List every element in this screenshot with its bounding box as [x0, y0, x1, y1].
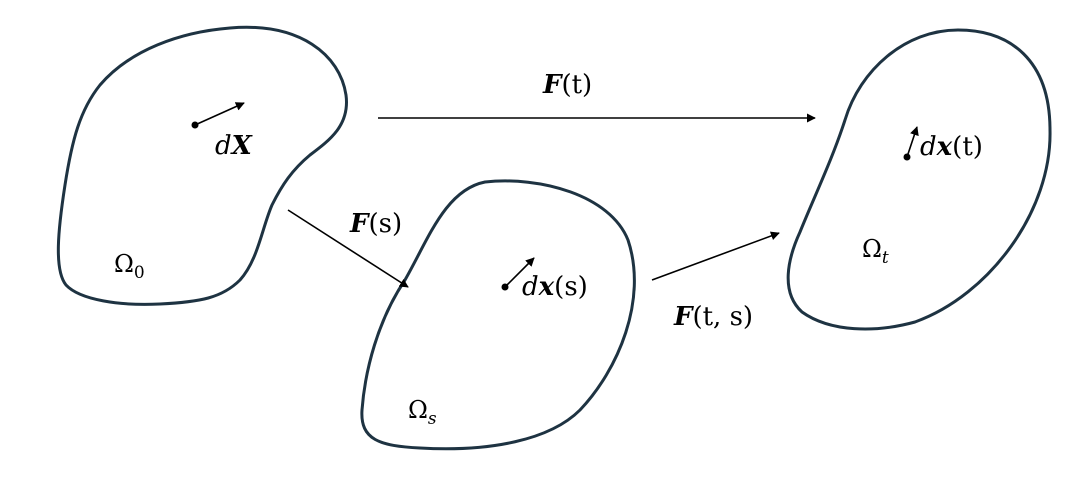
- label-F-s: F(s): [349, 209, 402, 239]
- label-omega-s: Ωs: [408, 396, 437, 429]
- region-omega-s: [360, 179, 636, 451]
- label-F-t: F(t): [542, 70, 592, 100]
- vector-dx-t: [906, 126, 919, 158]
- vector-dx-s: [504, 257, 535, 288]
- arrow-map-F-s: [287, 209, 409, 288]
- label-omega-0: Ω0: [114, 250, 145, 283]
- label-F-ts: F(t, s): [673, 302, 753, 332]
- label-dx-s: dx(s): [522, 272, 588, 302]
- region-omega-0: [56, 25, 348, 306]
- label-dx-t: dx(t): [920, 132, 983, 162]
- label-omega-t: Ωt: [862, 235, 889, 268]
- label-dX: dX: [215, 131, 254, 161]
- region-omega-t: [786, 28, 1052, 331]
- vector-dX: [194, 102, 245, 126]
- arrow-map-F-ts: [651, 231, 780, 281]
